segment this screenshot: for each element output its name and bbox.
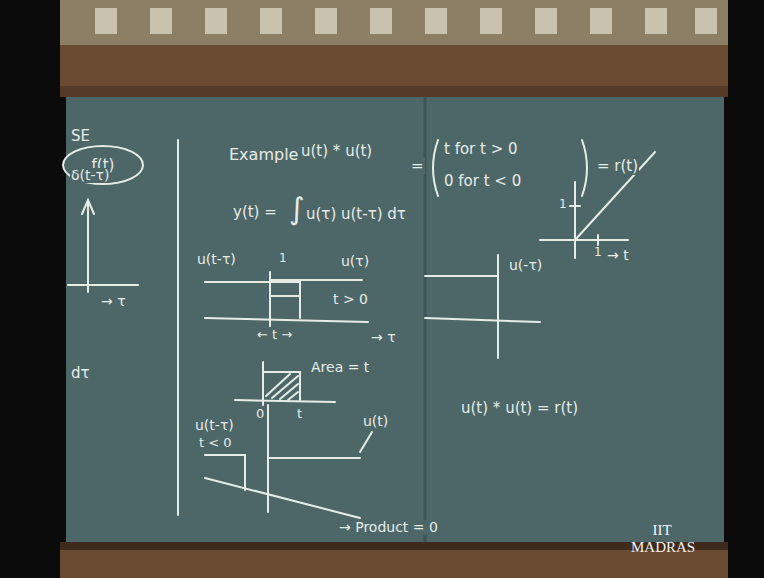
axis-label: → τ bbox=[100, 294, 127, 309]
function-label: u(τ) bbox=[340, 254, 370, 269]
function-label: u(t) bbox=[362, 414, 389, 429]
axis-tick: 1 bbox=[278, 252, 288, 265]
condition-label: t < 0 bbox=[198, 436, 233, 450]
axis-tick: 1 bbox=[593, 246, 603, 259]
piecewise-case: 0 for t < 0 bbox=[443, 173, 522, 190]
axis-tick: t bbox=[296, 407, 303, 421]
width-label: ← t → bbox=[256, 328, 293, 342]
board-heading: SE bbox=[70, 128, 91, 145]
equals-sign: = bbox=[410, 158, 425, 175]
equation: u(τ) u(t-τ) dτ bbox=[305, 206, 407, 223]
axis-label: → t bbox=[606, 248, 630, 263]
axis-tick: 1 bbox=[558, 198, 568, 211]
area-label: Area = t bbox=[310, 360, 370, 375]
function-label: u(t-τ) bbox=[194, 418, 235, 433]
piecewise-case: t for t > 0 bbox=[443, 141, 519, 158]
equation: dτ bbox=[70, 365, 91, 382]
integral-sign: ∫ bbox=[288, 192, 306, 225]
result-note: → Product = 0 bbox=[338, 520, 439, 535]
equation: = r(t) bbox=[596, 158, 639, 175]
axis-label: → τ bbox=[370, 330, 397, 345]
example-heading: Example bbox=[228, 146, 299, 164]
condition-label: t > 0 bbox=[332, 292, 369, 307]
function-label: δ(t-τ) bbox=[70, 168, 110, 183]
watermark: IIT MADRAS bbox=[630, 522, 694, 555]
equation: y(t) = bbox=[232, 204, 278, 221]
equation: u(t) * u(t) bbox=[300, 143, 373, 160]
equation: u(t) * u(t) = r(t) bbox=[460, 400, 579, 417]
axis-tick: 0 bbox=[255, 407, 265, 421]
function-label: u(-τ) bbox=[508, 258, 543, 273]
function-label: u(t-τ) bbox=[196, 252, 237, 267]
